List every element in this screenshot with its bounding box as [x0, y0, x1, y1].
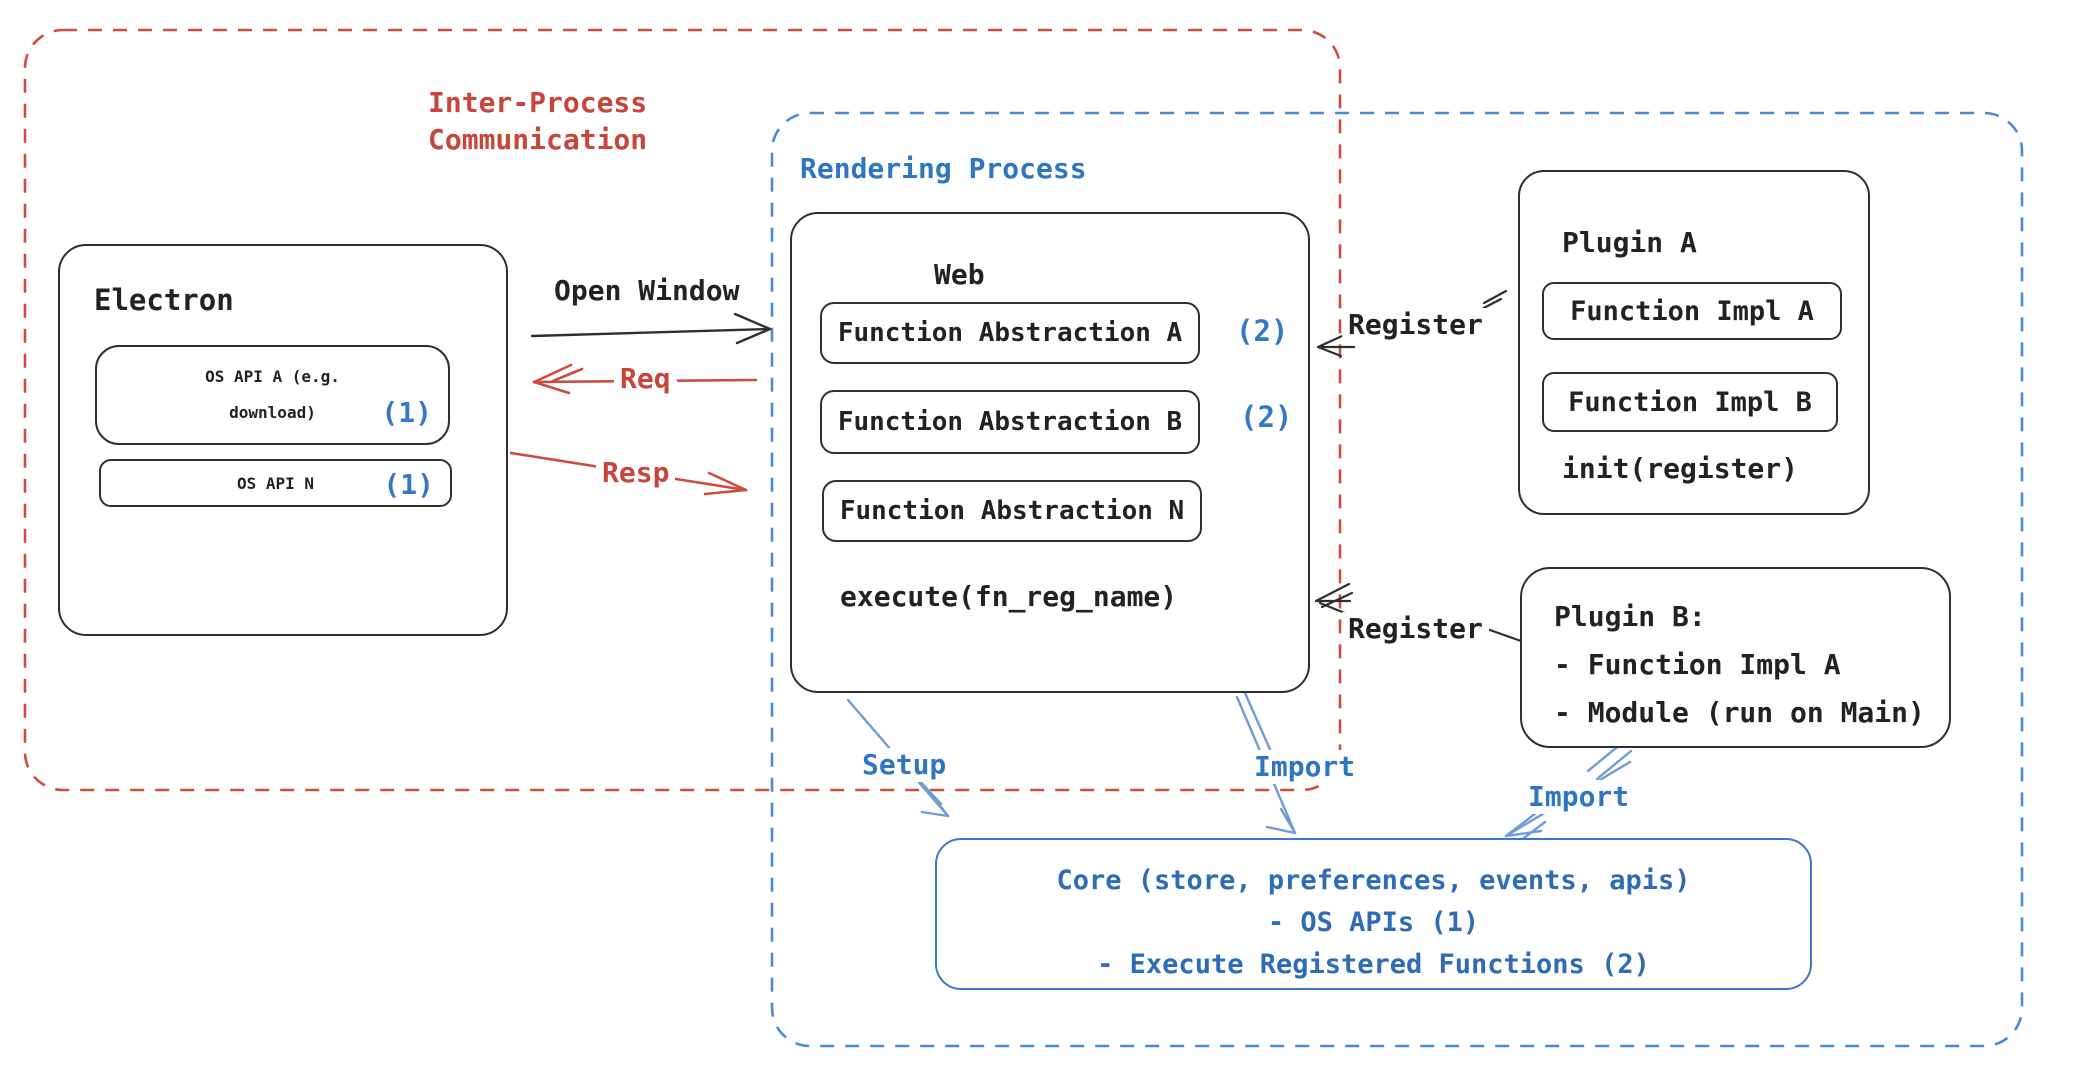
- core-box: Core (store, preferences, events, apis) …: [935, 838, 1812, 990]
- os-api-a-line2: download): [229, 403, 316, 422]
- os-api-a-badge: (1): [381, 396, 432, 429]
- os-api-n-label: OS API N: [236, 473, 315, 493]
- open-window-label: Open Window: [554, 274, 740, 307]
- ipc-region-title: Inter-Process Communication: [428, 84, 647, 158]
- plugin-a-box: Plugin A Function Impl A Function Impl B…: [1518, 170, 1870, 515]
- plugin-a-title: Plugin A: [1562, 226, 1697, 259]
- open-window-arrow: [530, 312, 772, 345]
- plugin-b-title: Plugin B:: [1554, 600, 1706, 633]
- function-abstraction-a-box: Function Abstraction A: [820, 302, 1200, 364]
- register-plugin-b-label: Register: [1342, 612, 1489, 646]
- os-api-n-badge: (1): [383, 468, 434, 501]
- ipc-title-line1: Inter-Process: [428, 86, 648, 119]
- electron-title: Electron: [94, 283, 234, 317]
- setup-label: Setup: [856, 748, 953, 782]
- ipc-title-line2: Communication: [428, 123, 648, 156]
- init-register-text: init(register): [1562, 452, 1799, 485]
- os-api-a-box: OS API A (e.g. download) (1): [95, 345, 450, 445]
- rendering-dashed-region: [770, 111, 2024, 1048]
- function-impl-b-box: Function Impl B: [1542, 372, 1838, 432]
- abstraction-a-badge: (2): [1236, 314, 1289, 348]
- plugin-b-item1: - Function Impl A: [1554, 648, 1841, 681]
- function-impl-a-box: Function Impl A: [1542, 282, 1842, 340]
- ipc-dashed-region: [23, 28, 1342, 792]
- core-line2: - OS APIs (1): [1267, 907, 1480, 938]
- execute-text: execute(fn_reg_name): [840, 580, 1178, 613]
- resp-label: Resp: [596, 456, 676, 490]
- import-plugin-b-label: Import: [1522, 780, 1636, 814]
- core-line3: - Execute Registered Functions (2): [1097, 949, 1650, 980]
- req-label: Req: [614, 362, 677, 396]
- function-abstraction-b-box: Function Abstraction B: [820, 390, 1200, 454]
- os-api-a-text: OS API A (e.g. download): [205, 359, 340, 431]
- electron-box: Electron OS API A (e.g. download) (1) OS…: [58, 244, 508, 636]
- os-api-a-line1: OS API A (e.g.: [205, 367, 340, 386]
- plugin-b-item2: - Module (run on Main): [1554, 696, 1925, 729]
- os-api-n-box: OS API N (1): [99, 459, 452, 507]
- abstraction-b-badge: (2): [1240, 400, 1293, 434]
- import-web-label: Import: [1248, 750, 1362, 784]
- function-abstraction-n-box: Function Abstraction N: [822, 480, 1202, 542]
- core-line1: Core (store, preferences, events, apis): [1056, 865, 1691, 896]
- plugin-b-box: Plugin B: - Function Impl A - Module (ru…: [1520, 567, 1951, 748]
- register-plugin-a-label: Register: [1342, 308, 1489, 342]
- rendering-region-title: Rendering Process: [800, 152, 1087, 185]
- web-box: Web Function Abstraction A Function Abst…: [790, 212, 1310, 693]
- web-title: Web: [934, 258, 985, 291]
